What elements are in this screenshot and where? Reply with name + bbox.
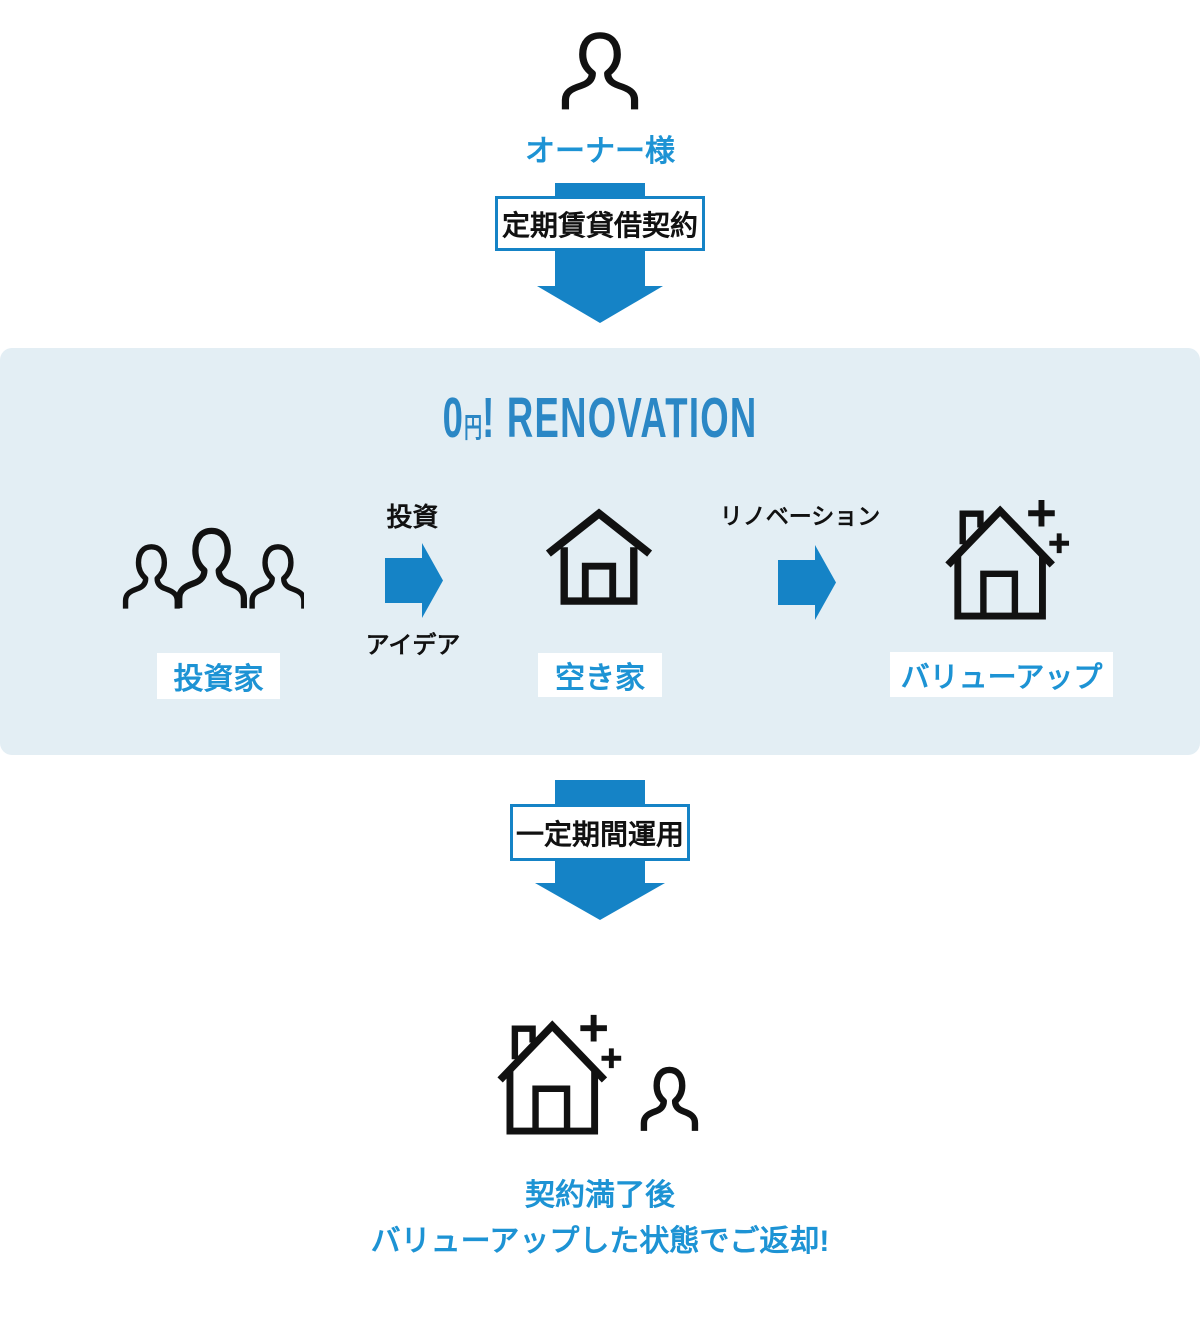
result-line2: バリューアップした状態でご返却! xyxy=(370,1225,830,1258)
person-icon xyxy=(561,32,639,110)
arrow2-top-label: リノベーション xyxy=(719,503,881,529)
owner-label: オーナー様 xyxy=(525,135,675,168)
period-label-box: 一定期間運用 xyxy=(510,804,690,861)
contract-label-box: 定期賃貸借契約 xyxy=(495,196,705,251)
vacant-house-label-tag: 空き家 xyxy=(538,653,662,697)
sparkle-house xyxy=(497,1014,622,1135)
logo-zero: 0 xyxy=(442,386,465,450)
result-line1: 契約満了後 xyxy=(525,1179,675,1212)
vacant-house-label: 空き家 xyxy=(555,662,645,695)
investor-label: 投資家 xyxy=(173,663,264,696)
logo: 0円! RENOVATION xyxy=(0,390,1200,447)
logo-yen: 円 xyxy=(464,412,483,443)
arrow1-bottom-label: アイデア xyxy=(365,632,461,659)
arrow1-top-label: 投資 xyxy=(386,502,439,532)
arrow-right-icon xyxy=(778,545,836,620)
sparkle-house-icon xyxy=(945,499,1070,620)
investor-label-tag: 投資家 xyxy=(157,653,280,699)
contract-label: 定期賃貸借契約 xyxy=(501,209,698,241)
arrow-right-icon xyxy=(385,543,443,618)
value-up-label-tag: バリューアップ xyxy=(890,652,1113,697)
period-label: 一定期間運用 xyxy=(515,818,684,850)
value-up-label: バリューアップ xyxy=(900,661,1103,694)
people-group-icon xyxy=(122,527,304,609)
person-icon xyxy=(640,1066,699,1131)
logo-rest: ! RENOVATION xyxy=(482,386,758,450)
sparkle-house-and-person-icon xyxy=(497,1014,699,1135)
house-icon xyxy=(545,508,653,605)
